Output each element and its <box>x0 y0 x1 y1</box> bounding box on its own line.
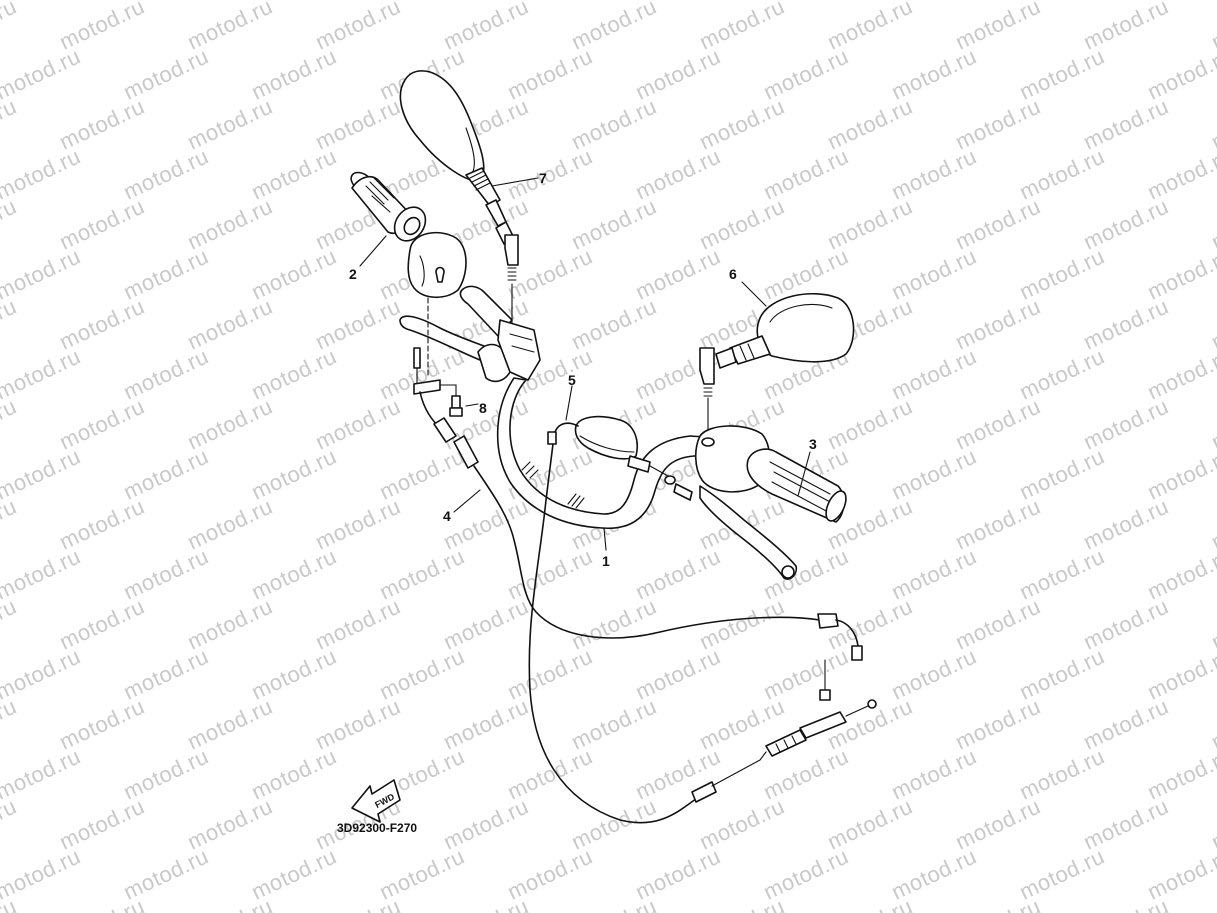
svg-text:motod.ru: motod.ru <box>1144 743 1217 804</box>
svg-text:motod.ru: motod.ru <box>0 643 84 704</box>
callout-2: 2 <box>349 266 357 282</box>
svg-text:motod.ru: motod.ru <box>0 843 84 904</box>
callout-7: 7 <box>539 170 547 186</box>
svg-text:motod.ru: motod.ru <box>824 893 917 913</box>
throttle-housing[interactable] <box>574 415 693 501</box>
svg-text:motod.ru: motod.ru <box>1208 493 1217 554</box>
clutch-cable-bracket[interactable] <box>413 347 463 417</box>
callout-1: 1 <box>602 553 610 569</box>
svg-text:motod.ru: motod.ru <box>0 743 84 804</box>
svg-text:motod.ru: motod.ru <box>0 593 20 654</box>
callout-4: 4 <box>443 508 451 524</box>
svg-text:motod.ru: motod.ru <box>1144 43 1217 104</box>
svg-text:motod.ru: motod.ru <box>0 443 84 504</box>
svg-text:motod.ru: motod.ru <box>0 693 20 754</box>
left-mirror[interactable] <box>399 70 519 339</box>
throttle-cable[interactable] <box>528 422 877 824</box>
svg-text:motod.ru: motod.ru <box>1080 893 1173 913</box>
svg-text:motod.ru: motod.ru <box>1144 143 1217 204</box>
svg-text:motod.ru: motod.ru <box>1144 343 1217 404</box>
callout-labels: 7 2 6 3 5 8 4 1 <box>349 170 817 569</box>
svg-text:motod.ru: motod.ru <box>0 93 20 154</box>
callout-8: 8 <box>479 400 487 416</box>
svg-text:motod.ru: motod.ru <box>312 893 405 913</box>
svg-text:motod.ru: motod.ru <box>0 143 84 204</box>
brake-lever[interactable] <box>699 485 798 580</box>
clutch-cable[interactable] <box>419 391 863 701</box>
left-handlebar-end[interactable] <box>399 285 541 383</box>
callout-6: 6 <box>729 266 737 282</box>
svg-text:motod.ru: motod.ru <box>184 893 277 913</box>
svg-text:motod.ru: motod.ru <box>56 893 149 913</box>
svg-text:motod.ru: motod.ru <box>1208 93 1217 154</box>
callout-leaders <box>359 177 811 551</box>
svg-text:motod.ru: motod.ru <box>0 193 20 254</box>
svg-text:motod.ru: motod.ru <box>1144 243 1217 304</box>
svg-text:motod.ru: motod.ru <box>568 893 661 913</box>
svg-text:motod.ru: motod.ru <box>1208 193 1217 254</box>
right-grip[interactable] <box>746 448 850 524</box>
callout-5: 5 <box>568 372 576 388</box>
svg-text:motod.ru: motod.ru <box>696 893 789 913</box>
svg-text:motod.ru: motod.ru <box>1144 843 1217 904</box>
left-grip[interactable] <box>348 169 432 247</box>
left-switch-housing[interactable] <box>407 231 467 299</box>
svg-text:motod.ru: motod.ru <box>1208 393 1217 454</box>
svg-text:motod.ru: motod.ru <box>1144 643 1217 704</box>
drawing-code: 3D92300-F270 <box>337 821 417 835</box>
svg-text:motod.ru: motod.ru <box>0 543 84 604</box>
svg-text:motod.ru: motod.ru <box>0 493 20 554</box>
svg-text:motod.ru: motod.ru <box>1208 293 1217 354</box>
svg-text:motod.ru: motod.ru <box>1208 0 1217 55</box>
svg-text:motod.ru: motod.ru <box>1208 693 1217 754</box>
callout-3: 3 <box>809 436 817 452</box>
svg-text:motod.ru: motod.ru <box>0 243 84 304</box>
fwd-indicator: FWD <box>351 779 401 823</box>
svg-text:motod.ru: motod.ru <box>1144 443 1217 504</box>
right-mirror[interactable] <box>699 292 855 437</box>
svg-text:motod.ru: motod.ru <box>952 893 1045 913</box>
svg-text:motod.ru: motod.ru <box>1144 543 1217 604</box>
svg-text:motod.ru: motod.ru <box>1208 793 1217 854</box>
svg-text:motod.ru: motod.ru <box>0 393 20 454</box>
svg-text:motod.ru: motod.ru <box>0 43 84 104</box>
svg-text:motod.ru: motod.ru <box>0 793 20 854</box>
svg-text:motod.ru: motod.ru <box>0 343 84 404</box>
svg-text:motod.ru: motod.ru <box>0 0 20 55</box>
svg-text:motod.ru: motod.ru <box>1208 593 1217 654</box>
svg-text:motod.ru: motod.ru <box>0 293 20 354</box>
svg-text:motod.ru: motod.ru <box>1208 893 1217 913</box>
svg-text:motod.ru: motod.ru <box>440 893 533 913</box>
arrow-left-down-icon <box>351 779 401 823</box>
